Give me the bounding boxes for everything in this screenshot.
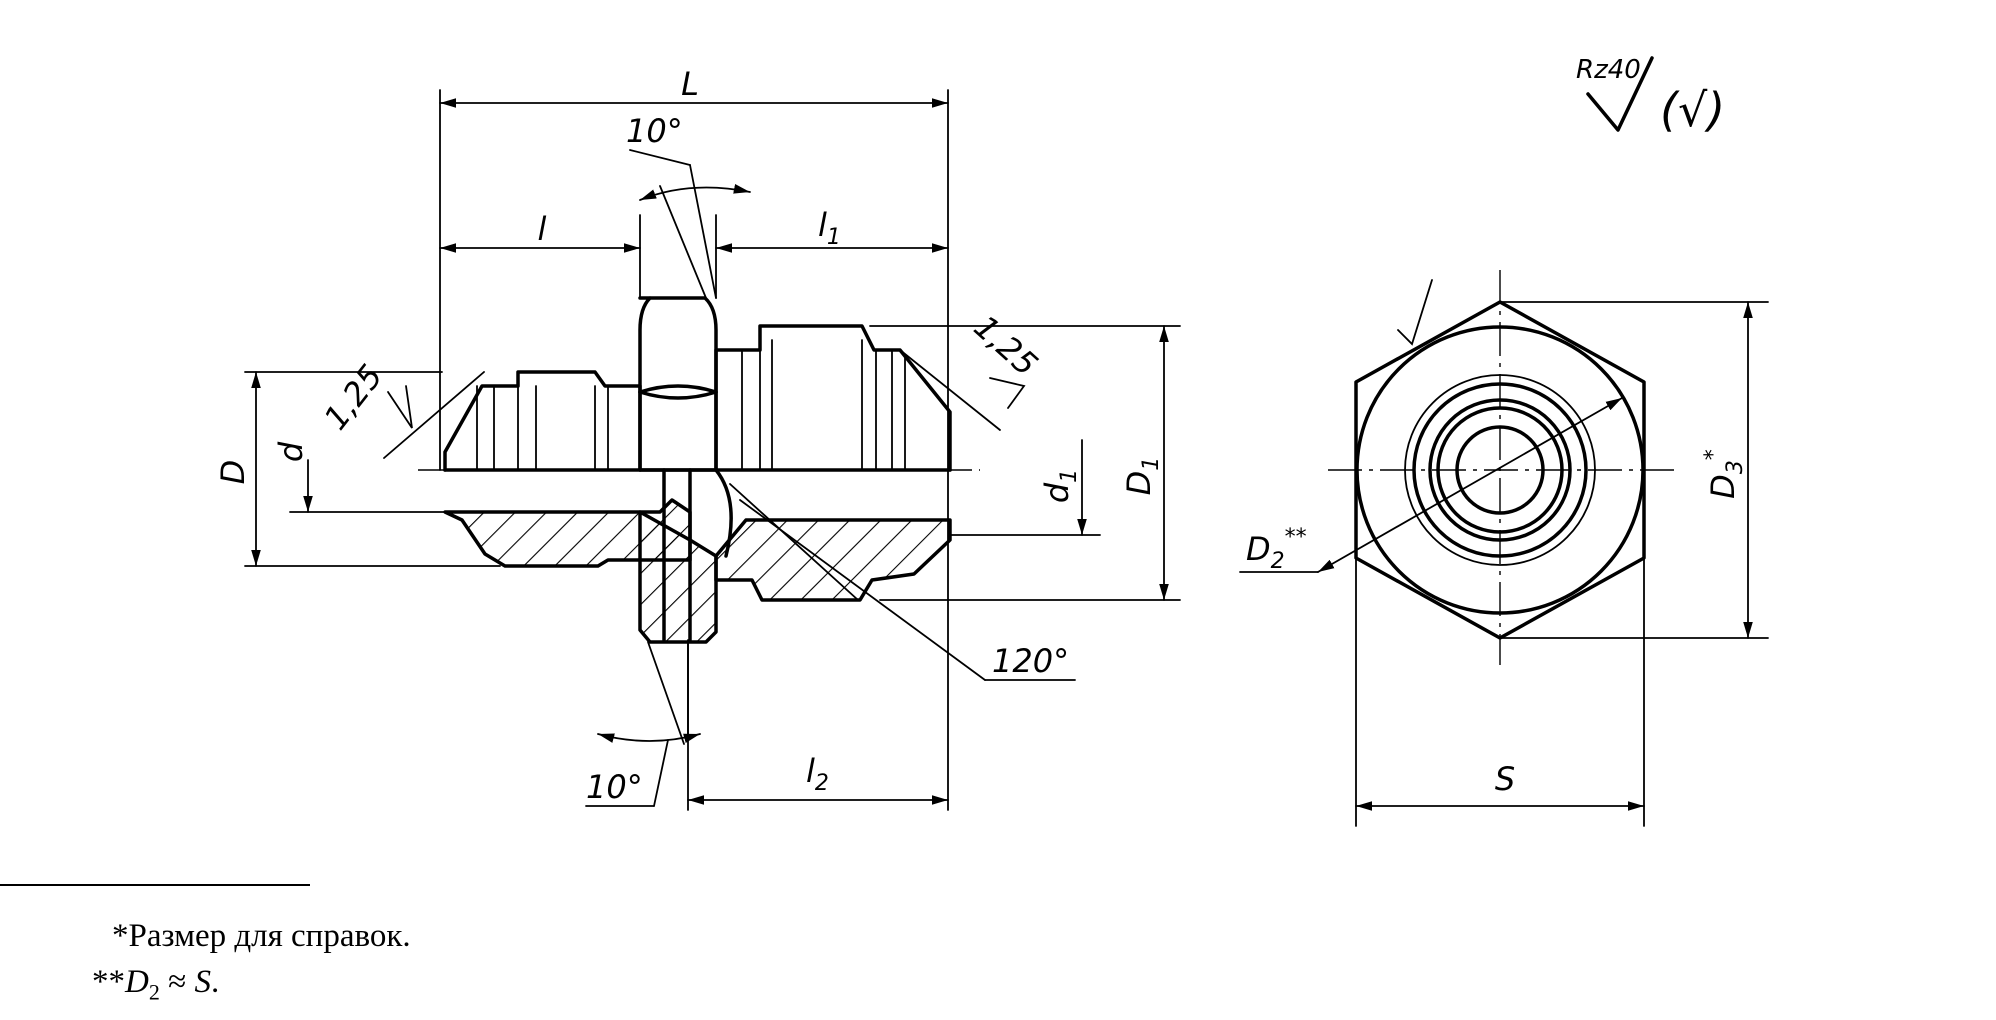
label-S: S (1495, 760, 1515, 798)
label-right-chamfer: 1,25 (967, 308, 1045, 384)
end-view-roughness-mark (1397, 279, 1433, 346)
roughness-symbol: Rz40 (√) (1576, 55, 1725, 137)
end-view: D3* S D2** (1239, 270, 1769, 827)
footnote-divider (0, 884, 310, 886)
roughness-bracket-symbol: (√) (1660, 83, 1725, 137)
footnote-1: *Размер для справок. (112, 918, 411, 954)
dim-D2-line (1317, 397, 1623, 573)
footnote-2: **D2 ≈ S. (92, 964, 220, 1005)
label-cone-angle: 120° (992, 642, 1069, 680)
label-l1: l1 (818, 206, 841, 250)
label-top-angle: 10° (626, 112, 683, 150)
section-collar-hatch (638, 510, 718, 644)
roughness-value: Rz40 (1576, 55, 1641, 85)
right-thread-outline (714, 324, 952, 472)
label-l2: l2 (806, 752, 829, 796)
label-D: D (214, 460, 252, 485)
label-L: L (681, 65, 699, 103)
label-bottom-angle: 10° (586, 768, 643, 806)
label-d1: d1 (1038, 469, 1082, 503)
section-right-hatch (714, 518, 952, 602)
left-thread-outline (443, 370, 642, 472)
roughness-check-mark (1586, 56, 1654, 132)
label-left-chamfer: 1,25 (316, 357, 390, 437)
side-view: L l l1 l2 D d d1 D1 (214, 65, 1181, 811)
label-D1: D1 (1120, 457, 1164, 496)
label-D3: D3* (1701, 449, 1748, 499)
label-l: l (538, 210, 547, 248)
section-left-hatch (443, 498, 692, 568)
hex-collar (638, 296, 718, 472)
label-d: d (272, 441, 310, 462)
label-D2: D2** (1246, 525, 1307, 574)
